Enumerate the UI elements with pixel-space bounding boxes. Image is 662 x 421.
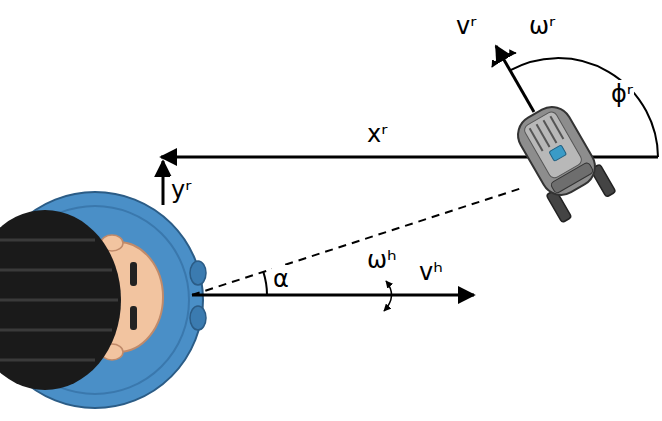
angular-velocity-label: ωʳ (528, 12, 556, 40)
hair-strand (0, 329, 112, 332)
robot-rotation-arrow (492, 53, 516, 67)
human-figure (0, 192, 206, 408)
human-rotation-arrow (384, 281, 392, 311)
offset-label-slot: xʳ (366, 120, 388, 148)
bearing-line (192, 188, 522, 295)
x-offset-arrow (161, 156, 540, 159)
robot-body (511, 100, 602, 202)
robot-base (550, 162, 594, 194)
offset-label: yʳ (170, 176, 192, 204)
eye (130, 306, 137, 330)
offset-label: xʳ (366, 120, 388, 148)
angle-label-slot: ϕʳ (610, 80, 634, 108)
y-offset-arrow (162, 161, 165, 205)
eye (130, 262, 137, 286)
velocity-label: vʰ (418, 258, 444, 286)
hair (0, 210, 121, 390)
hair-strands (0, 240, 118, 360)
human-velocity-arrow (192, 294, 474, 297)
velocity-label: vʳ (455, 12, 477, 40)
angle-label: ϕʳ (610, 80, 634, 108)
angle-label-slot: α (272, 265, 290, 293)
hair-strand (0, 239, 95, 242)
hair-strand (0, 269, 112, 272)
angular-velocity-label-slot: ωʳ (528, 12, 556, 40)
robot-figure (508, 98, 616, 223)
offset-label-slot: yʳ (170, 176, 192, 204)
hood-bump (190, 261, 206, 285)
angular-velocity-label: ωʰ (366, 246, 398, 274)
robot-vents (530, 116, 564, 151)
angular-velocity-label-slot: ωʰ (366, 246, 398, 274)
hood-bump (190, 306, 206, 330)
angle-label: α (272, 265, 290, 293)
robot-vent (550, 116, 563, 139)
velocity-label-slot: vʰ (418, 258, 444, 286)
hair-strand (0, 299, 118, 302)
alpha-arc (263, 272, 267, 295)
robot-sensor (549, 145, 567, 162)
velocity-label-slot: vʳ (455, 12, 477, 40)
hair-strand (0, 359, 95, 362)
